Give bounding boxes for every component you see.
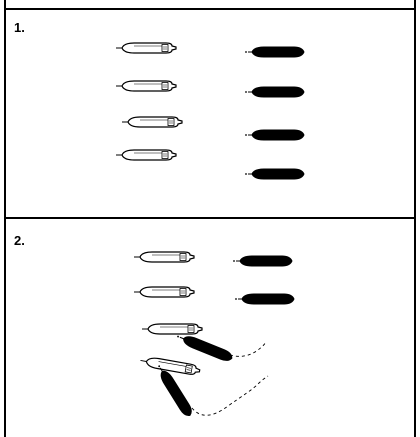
panel-2-wakes bbox=[191, 341, 269, 416]
white-vessel bbox=[121, 116, 183, 128]
white-vessel bbox=[115, 42, 177, 54]
black-vessel bbox=[244, 168, 305, 180]
black-vessel bbox=[244, 129, 305, 141]
white-vessel bbox=[133, 251, 195, 263]
white-vessel bbox=[133, 286, 195, 298]
panel-2-label: 2. bbox=[14, 233, 25, 248]
panel-2-black-vessels bbox=[153, 255, 295, 419]
panel-1-white-vessels bbox=[115, 42, 183, 161]
panel-2: 2. bbox=[4, 219, 416, 437]
panel-1-label: 1. bbox=[14, 20, 25, 35]
white-vessel bbox=[141, 323, 203, 335]
panel-1: 1. bbox=[4, 8, 416, 219]
black-vessel bbox=[244, 86, 305, 98]
wake-line bbox=[229, 341, 267, 357]
white-vessel bbox=[115, 80, 177, 92]
black-vessel bbox=[234, 293, 295, 305]
panel-2-white-vessels bbox=[133, 251, 203, 377]
white-vessel bbox=[139, 354, 202, 377]
panel-1-black-vessels bbox=[244, 46, 305, 180]
wake-line bbox=[191, 375, 269, 416]
black-vessel bbox=[232, 255, 293, 267]
black-vessel bbox=[244, 46, 305, 58]
black-vessel-diving bbox=[174, 331, 235, 364]
white-vessel bbox=[115, 149, 177, 161]
